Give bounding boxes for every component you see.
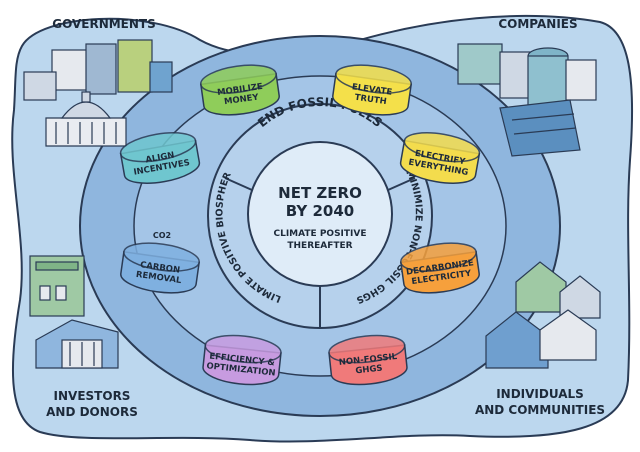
individuals-label-line1: INDIVIDUALS [496,387,584,401]
lever-top [123,242,200,272]
investors-group: INVESTORS AND DONORS [29,255,138,419]
investors-label-line2: AND DONORS [46,405,138,419]
companies-group: COMPANIES [457,17,597,157]
lever-top [403,132,481,163]
center-subtitle-line1: CLIMATE POSITIVE [273,229,366,239]
center-title-line2: BY 2040 [286,202,354,220]
co2-label: CO2 [153,231,171,240]
investors-label-line1: INVESTORS [54,389,131,403]
center-title-line1: NET ZERO [278,184,362,202]
ring-divider [387,177,416,191]
center-subtitle-line2: THEREAFTER [287,241,352,251]
lever-top [204,334,282,364]
lever-top [200,64,277,94]
houses-illustration [485,261,601,369]
company-buildings-illustration [457,43,597,157]
governments-group: GOVERNMENTS [23,17,173,147]
lever-top [328,334,406,364]
lever-label-line2: MONEY [223,92,260,107]
individuals-label-line2: AND COMMUNITIES [475,403,605,417]
companies-label: COMPANIES [498,17,577,31]
governments-label: GOVERNMENTS [52,17,156,31]
individuals-group: INDIVIDUALS AND COMMUNITIES [475,261,605,417]
government-buildings-illustration [23,39,173,147]
lever-label-line2: GHGS [355,364,383,377]
lever-top [119,132,197,163]
lever-label-line2: TRUTH [354,93,387,107]
lever-top [400,242,477,272]
lever-efficiency-optimization: EFFICIENCY &OPTIMIZATION [202,334,282,386]
lever-top [335,64,412,94]
bank-buildings-illustration [29,255,119,369]
ring-divider [224,177,253,191]
